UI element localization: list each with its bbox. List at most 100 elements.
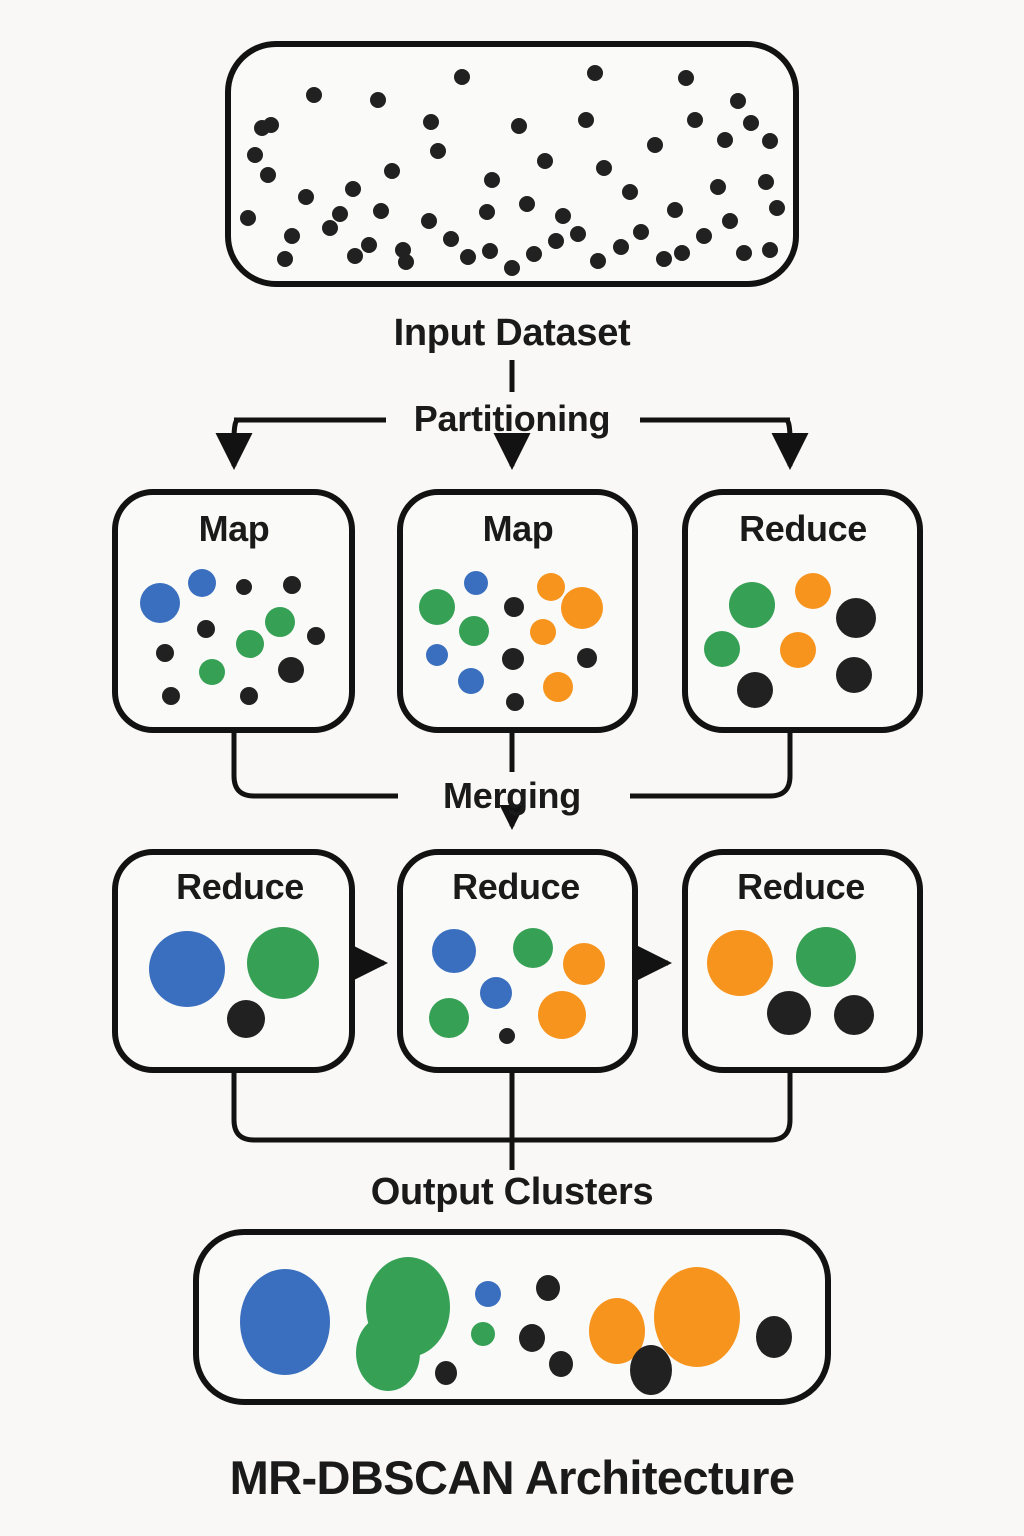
reduce-node-3-label: Reduce [737,866,865,907]
reduce-node-3[interactable] [682,849,923,1073]
data-point [543,672,573,702]
data-point [398,254,414,270]
label-backdrop [403,413,621,428]
reduce-node-1[interactable] [112,849,355,1073]
data-point [530,619,556,645]
data-point [480,977,512,1009]
data-point [630,1345,672,1395]
page-title: MR-DBSCAN Architecture [229,1451,795,1504]
reduce-node-1-points [149,927,319,1038]
label-input-dataset: Input Dataset [393,312,631,354]
data-point [322,220,338,236]
data-point [504,597,524,617]
data-point [459,616,489,646]
data-point [247,147,263,163]
reduce-node-partition[interactable] [682,489,923,733]
map-node-2[interactable] [397,489,638,733]
connector-partitioning-branches [215,417,809,471]
data-point [395,242,411,258]
data-point [240,210,256,226]
data-point [199,659,225,685]
data-point [370,92,386,108]
data-point [513,928,553,968]
data-point [561,587,603,629]
data-point [589,1298,645,1364]
data-point [499,1028,515,1044]
data-point [454,69,470,85]
data-point [479,204,495,220]
data-point [162,687,180,705]
data-point [767,991,811,1035]
data-point [736,245,752,261]
data-point [796,927,856,987]
data-point [537,153,553,169]
data-point [240,687,258,705]
data-point [722,213,738,229]
data-point [678,70,694,86]
data-point [563,943,605,985]
data-point [656,251,672,267]
data-point [696,228,712,244]
label-output-clusters: Output Clusters [370,1171,654,1213]
data-point [743,115,759,131]
data-point [464,571,488,595]
data-point [555,208,571,224]
data-point [284,228,300,244]
data-point [149,931,225,1007]
data-point [758,174,774,190]
data-point [704,631,740,667]
label-backdrop [433,790,591,805]
output-clusters-points [240,1257,792,1395]
data-point [298,189,314,205]
map-node-1-label: Map [198,508,270,549]
label-merging: Merging [443,775,581,816]
reduce-node-2[interactable] [397,849,638,1073]
data-point [836,598,876,638]
data-point [633,224,649,240]
data-point [345,181,361,197]
data-point [834,995,874,1035]
data-point [443,231,459,247]
data-point [511,118,527,134]
data-point [283,576,301,594]
data-point [373,203,389,219]
output-clusters-box [193,1229,831,1405]
data-point [717,132,733,148]
data-point [795,573,831,609]
data-point [429,998,469,1038]
data-point [622,184,638,200]
data-point [306,87,322,103]
data-point [426,644,448,666]
data-point [836,657,872,693]
data-point [227,1000,265,1038]
data-point [577,648,597,668]
data-point [674,245,690,261]
data-point [254,120,270,136]
data-point [756,1316,792,1358]
data-point [526,246,542,262]
data-point [687,112,703,128]
data-point [236,630,264,658]
data-point [506,693,524,711]
data-point [613,239,629,255]
data-point [538,991,586,1039]
data-point [423,114,439,130]
data-point [769,200,785,216]
data-point [240,1269,330,1375]
input-dataset-points [240,65,785,276]
data-point [278,657,304,683]
data-point [475,1281,501,1307]
data-point [482,243,498,259]
data-point [260,167,276,183]
map-node-2-label: Map [482,508,554,549]
data-point [590,253,606,269]
data-point [471,1322,495,1346]
data-point [519,1324,545,1352]
data-point [730,93,746,109]
data-point [430,143,446,159]
data-point [762,133,778,149]
label-partitioning: Partitioning [413,398,611,439]
data-point [596,160,612,176]
